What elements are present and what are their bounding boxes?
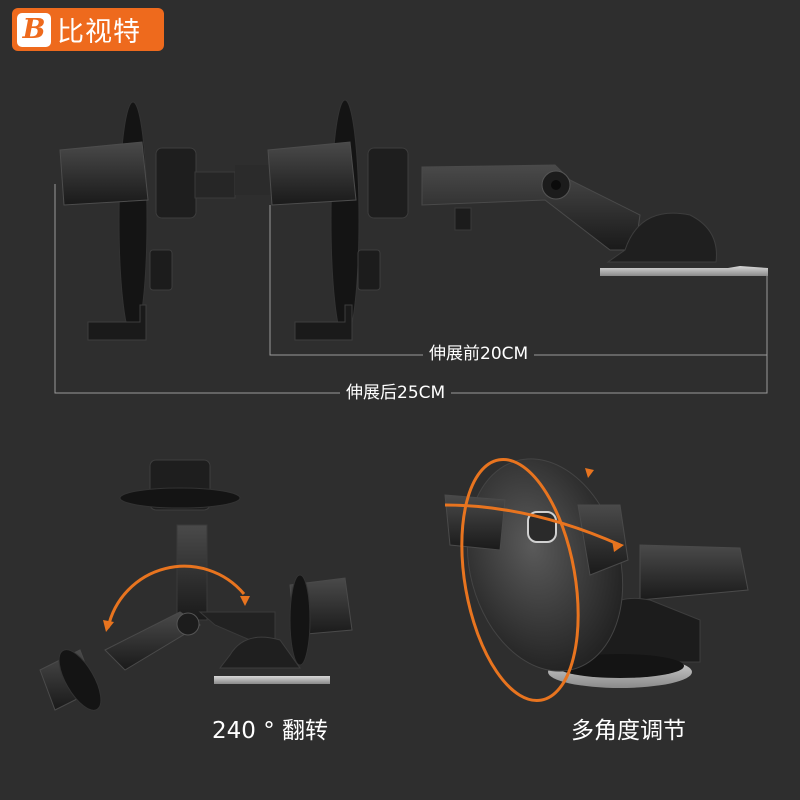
- dimension-after-label: 伸展后25CM: [340, 383, 452, 403]
- rotate-240-arrow-icon: [106, 564, 246, 629]
- holder-extended: [59, 101, 275, 341]
- brand-name: 比视特: [57, 17, 141, 48]
- caption-multi-angle: 多角度调节: [571, 718, 686, 744]
- brand-logo: B 比视特: [12, 8, 164, 51]
- holder-retracted: [267, 99, 768, 341]
- multi-angle-orbit-arrow-icon: [460, 457, 580, 703]
- holder-multi-angle: [444, 457, 749, 703]
- caption-rotation: 240 ° 翻转: [212, 718, 329, 744]
- holder-rotation-240: [39, 459, 353, 711]
- dimension-before-label: 伸展前20CM: [423, 344, 535, 364]
- brand-mark-icon: B: [17, 12, 51, 47]
